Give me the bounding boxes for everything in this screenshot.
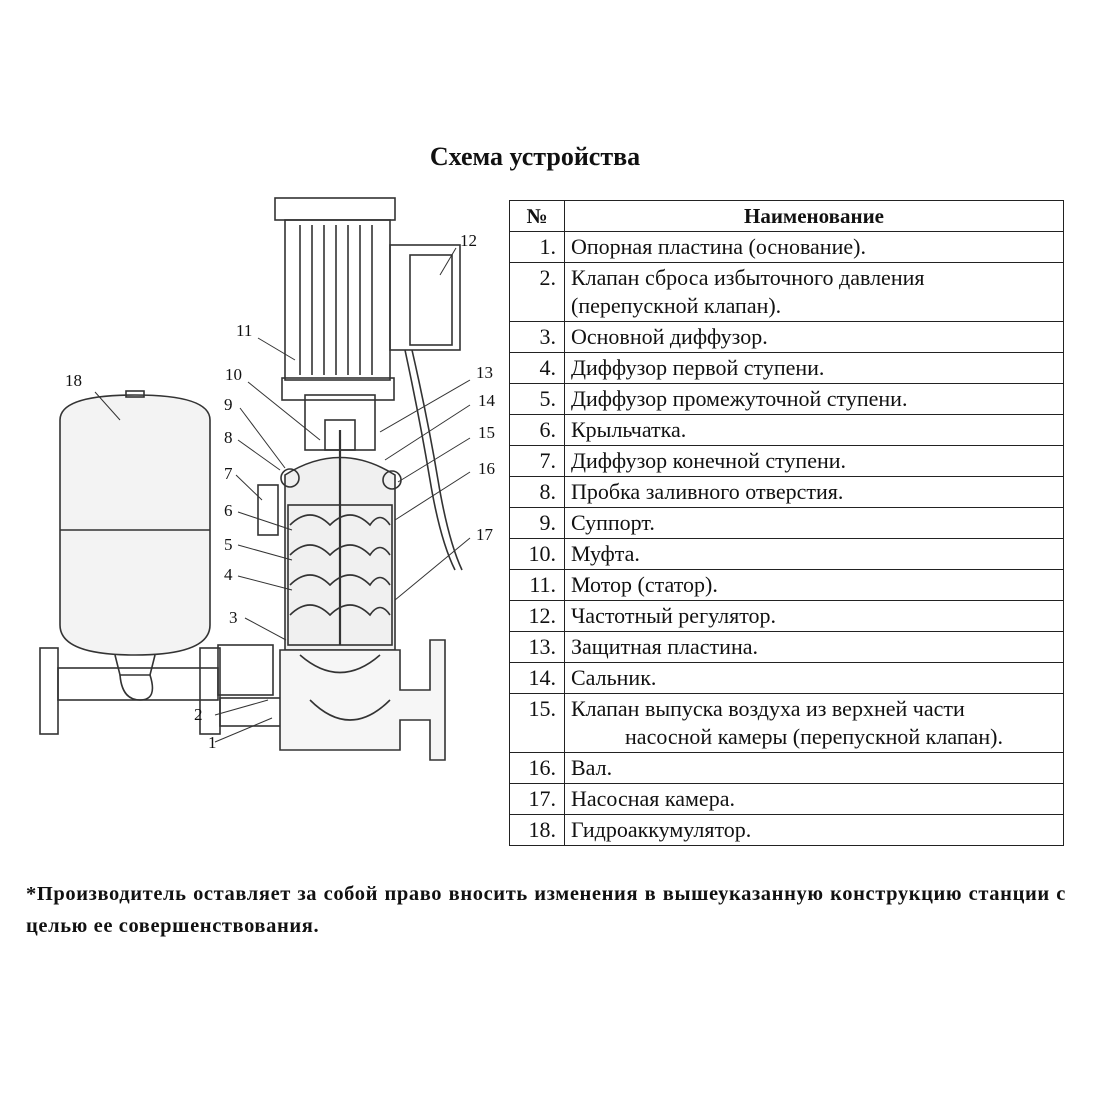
row-num: 16. xyxy=(509,752,565,784)
row-num: 13. xyxy=(509,631,565,663)
row-num: 1. xyxy=(509,231,565,263)
table-row: 10.Муфта. xyxy=(509,538,1064,570)
callout-8: 8 xyxy=(224,428,233,447)
callout-labels: 18 11 10 9 8 7 6 5 4 3 2 1 12 13 14 15 1… xyxy=(65,231,496,752)
table-row: 13.Защитная пластина. xyxy=(509,631,1064,663)
callout-6: 6 xyxy=(224,501,233,520)
table-row: 15.Клапан выпуска воздуха из верхней час… xyxy=(509,693,1064,753)
row-num: 11. xyxy=(509,569,565,601)
row-name: Сальник. xyxy=(564,662,1064,694)
table-header-row: № Наименование xyxy=(509,200,1064,232)
row-name: Мотор (статор). xyxy=(564,569,1064,601)
callout-15: 15 xyxy=(478,423,495,442)
callout-2: 2 xyxy=(194,705,203,724)
table-row: 6.Крыльчатка. xyxy=(509,414,1064,446)
coupling-support xyxy=(257,394,402,536)
callout-14: 14 xyxy=(478,391,496,410)
motor xyxy=(274,197,396,401)
row-num: 4. xyxy=(509,352,565,384)
table-row: 17.Насосная камера. xyxy=(509,783,1064,815)
row-num: 14. xyxy=(509,662,565,694)
row-name: Крыльчатка. xyxy=(564,414,1064,446)
header-name: Наименование xyxy=(564,200,1064,232)
row-name: Пробка заливного отверстия. xyxy=(564,476,1064,508)
callout-13: 13 xyxy=(476,363,493,382)
callout-4: 4 xyxy=(224,565,233,584)
table-row: 7.Диффузор конечной ступени. xyxy=(509,445,1064,477)
row-name: Частотный регулятор. xyxy=(564,600,1064,632)
table-row: 16.Вал. xyxy=(509,752,1064,784)
pump-chamber xyxy=(279,430,446,761)
table-row: 8.Пробка заливного отверстия. xyxy=(509,476,1064,508)
parts-table: № Наименование 1.Опорная пластина (основ… xyxy=(509,200,1064,846)
row-num: 18. xyxy=(509,814,565,846)
table-row: 14.Сальник. xyxy=(509,662,1064,694)
callout-lines xyxy=(94,247,471,743)
row-name: Суппорт. xyxy=(564,507,1064,539)
table-row: 1.Опорная пластина (основание). xyxy=(509,231,1064,263)
accumulator-tank xyxy=(59,390,211,701)
row-name: Насосная камера. xyxy=(564,783,1064,815)
page-title: Схема устройства xyxy=(429,142,641,171)
row-num: 9. xyxy=(509,507,565,539)
footnote: *Производитель оставляет за собой право … xyxy=(26,883,1066,937)
header-num: № xyxy=(509,200,565,232)
table-row: 3.Основной диффузор. xyxy=(509,321,1064,353)
row-num: 7. xyxy=(509,445,565,477)
row-name-line2: насосной камеры (перепускной клапан). xyxy=(625,724,1003,749)
table-row: 11.Мотор (статор). xyxy=(509,569,1064,601)
row-name: Основной диффузор. xyxy=(564,321,1064,353)
row-num: 3. xyxy=(509,321,565,353)
row-num: 8. xyxy=(509,476,565,508)
callout-16: 16 xyxy=(478,459,495,478)
row-num: 12. xyxy=(509,600,565,632)
row-num: 15. xyxy=(509,693,565,753)
row-name-line2: (перепускной клапан). xyxy=(571,293,782,318)
callout-5: 5 xyxy=(224,535,233,554)
row-name: Защитная пластина. xyxy=(564,631,1064,663)
row-num: 6. xyxy=(509,414,565,446)
row-name: Опорная пластина (основание). xyxy=(564,231,1064,263)
callout-1: 1 xyxy=(208,733,217,752)
table-row: 2.Клапан сброса избыточного давления (пер… xyxy=(509,262,1064,322)
row-num: 5. xyxy=(509,383,565,415)
row-name: Муфта. xyxy=(564,538,1064,570)
row-num: 10. xyxy=(509,538,565,570)
callout-17: 17 xyxy=(476,525,494,544)
table-row: 4.Диффузор первой ступени. xyxy=(509,352,1064,384)
table-row: 18.Гидроаккумулятор. xyxy=(509,814,1064,846)
callout-7: 7 xyxy=(224,464,233,483)
callout-11: 11 xyxy=(236,321,252,340)
table-row: 5.Диффузор промежуточной ступени. xyxy=(509,383,1064,415)
row-num: 17. xyxy=(509,783,565,815)
callout-9: 9 xyxy=(224,395,233,414)
row-name: Диффузор конечной ступени. xyxy=(564,445,1064,477)
row-name: Диффузор промежуточной ступени. xyxy=(564,383,1064,415)
base-plate xyxy=(39,644,291,735)
row-name-line1: Клапан сброса избыточного давления xyxy=(571,265,925,290)
row-num: 2. xyxy=(509,262,565,322)
callout-3: 3 xyxy=(229,608,238,627)
row-name: Клапан сброса избыточного давления (переп… xyxy=(564,262,1064,322)
callout-10: 10 xyxy=(225,365,242,384)
table-row: 12.Частотный регулятор. xyxy=(509,600,1064,632)
row-name: Гидроаккумулятор. xyxy=(564,814,1064,846)
row-name: Диффузор первой ступени. xyxy=(564,352,1064,384)
callout-12: 12 xyxy=(460,231,477,250)
table-row: 9.Суппорт. xyxy=(509,507,1064,539)
row-name: Вал. xyxy=(564,752,1064,784)
pump-station-drawing: 18 11 10 9 8 7 6 5 4 3 2 1 12 13 14 15 1… xyxy=(39,197,496,761)
callout-18: 18 xyxy=(65,371,82,390)
row-name: Клапан выпуска воздуха из верхней части н… xyxy=(564,693,1064,753)
frequency-regulator xyxy=(389,244,463,571)
row-name-line1: Клапан выпуска воздуха из верхней части xyxy=(571,696,965,721)
